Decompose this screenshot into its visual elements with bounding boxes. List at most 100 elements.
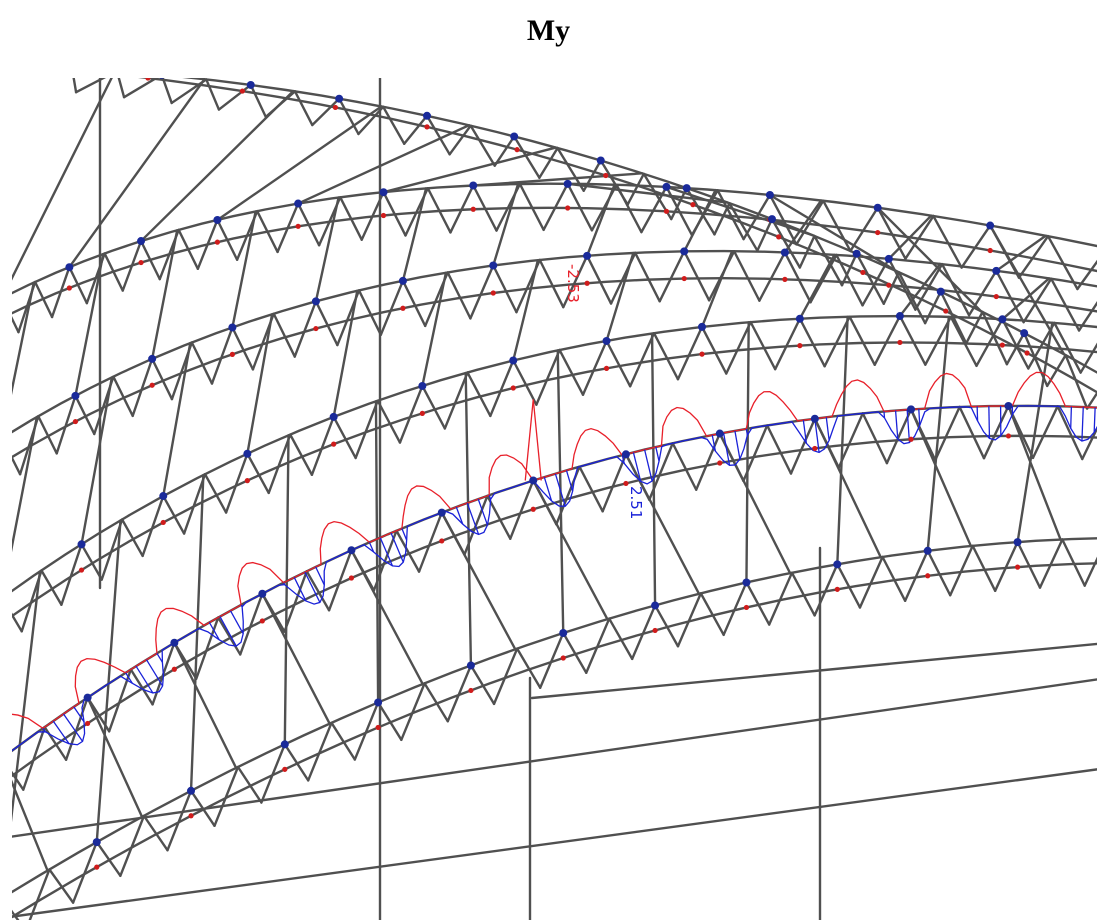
web-diagonal [469,124,496,167]
support-node [311,297,320,306]
web-diagonal [903,549,929,602]
web-diagonal [716,189,745,241]
support-node [294,199,303,208]
purlin [898,262,942,318]
web-diagonal [1064,353,1089,410]
web-diagonal [376,701,403,742]
web-diagonal [695,432,721,491]
moment-hatch-positive [565,470,574,492]
web-diagonal [446,271,472,320]
member-end-node [812,445,818,452]
web-diagonal [768,193,798,246]
web-diagonal [95,840,122,878]
web-diagonal [882,271,900,305]
purlin [421,271,448,388]
web-diagonal [421,384,447,430]
web-diagonal [676,592,703,648]
frame-members [12,78,1097,920]
purlin [492,182,520,267]
moment-hatch-positive [906,409,911,443]
web-diagonal [256,209,279,254]
support-node [651,601,660,610]
web-diagonal [960,224,992,269]
web-diagonal [798,234,816,269]
web-diagonal [12,770,25,791]
web-diagonal [581,339,608,396]
support-node [213,215,222,224]
support-node [768,215,776,224]
purlin [876,206,983,313]
web-diagonal [535,348,561,406]
web-diagonal [836,563,862,609]
member-end-node [160,519,166,526]
member-end-node [244,478,250,484]
web-diagonal [897,271,927,325]
web-diagonal [217,616,242,656]
purlin [231,210,257,329]
moment-hatch-positive [1093,407,1096,433]
support-node [77,540,86,549]
moment-hatch-positive [219,616,237,647]
web-diagonal [813,234,844,287]
web-diagonal [283,570,308,633]
web-diagonal [914,262,944,311]
web-diagonal [112,375,134,418]
support-node [680,247,689,256]
web-diagonal [790,571,816,617]
web-diagonal [932,214,963,269]
web-diagonal [512,359,538,406]
web-diagonal [538,146,559,180]
web-diagonal [671,442,698,491]
web-diagonal [12,455,22,476]
purlin [718,432,792,575]
web-diagonal [578,465,604,513]
purlin [745,321,750,584]
web-diagonal [626,172,645,206]
structural-viewport[interactable]: -2.53 2.51 [12,78,1097,920]
web-diagonal [700,325,728,375]
moment-hatch-positive [655,446,660,462]
web-diagonal [289,433,314,476]
web-diagonal [1031,405,1059,460]
moment-hatch-positive [73,706,85,723]
web-diagonal [276,202,300,254]
support-node [398,276,407,285]
member-end-node [782,276,788,282]
web-diagonal [443,371,469,430]
diagram-title: My [526,14,571,47]
member-end-node [681,275,687,282]
support-node [682,184,691,193]
purlin [12,78,113,281]
member-end-node [530,506,536,512]
web-diagonal [1077,301,1097,332]
web-diagonal [904,214,935,260]
purlin [68,78,206,269]
web-diagonal [542,182,569,232]
web-diagonal [873,314,902,366]
web-diagonal [122,78,159,99]
web-diagonal [1005,331,1026,366]
web-diagonal [472,184,498,232]
web-diagonal [509,479,535,540]
support-node [602,336,611,345]
web-diagonal [489,359,515,418]
web-diagonal [161,78,173,105]
purlin [768,193,899,273]
web-diagonal [379,279,405,336]
web-diagonal [306,721,333,782]
moment-hatch-positive [894,410,899,440]
purlin [401,187,428,283]
web-diagonal [50,265,71,319]
web-diagonal [858,555,884,609]
moment-hatch-positive [814,418,820,453]
moment-hatch-positive [825,417,830,441]
web-diagonal [425,114,451,156]
web-diagonal [923,290,942,325]
web-diagonal [993,540,1019,593]
support-node [1013,538,1022,547]
web-diagonal [150,357,174,401]
web-diagonal [1083,556,1097,587]
web-diagonal [224,452,249,514]
web-diagonal [293,300,318,358]
web-diagonal [975,318,1004,368]
